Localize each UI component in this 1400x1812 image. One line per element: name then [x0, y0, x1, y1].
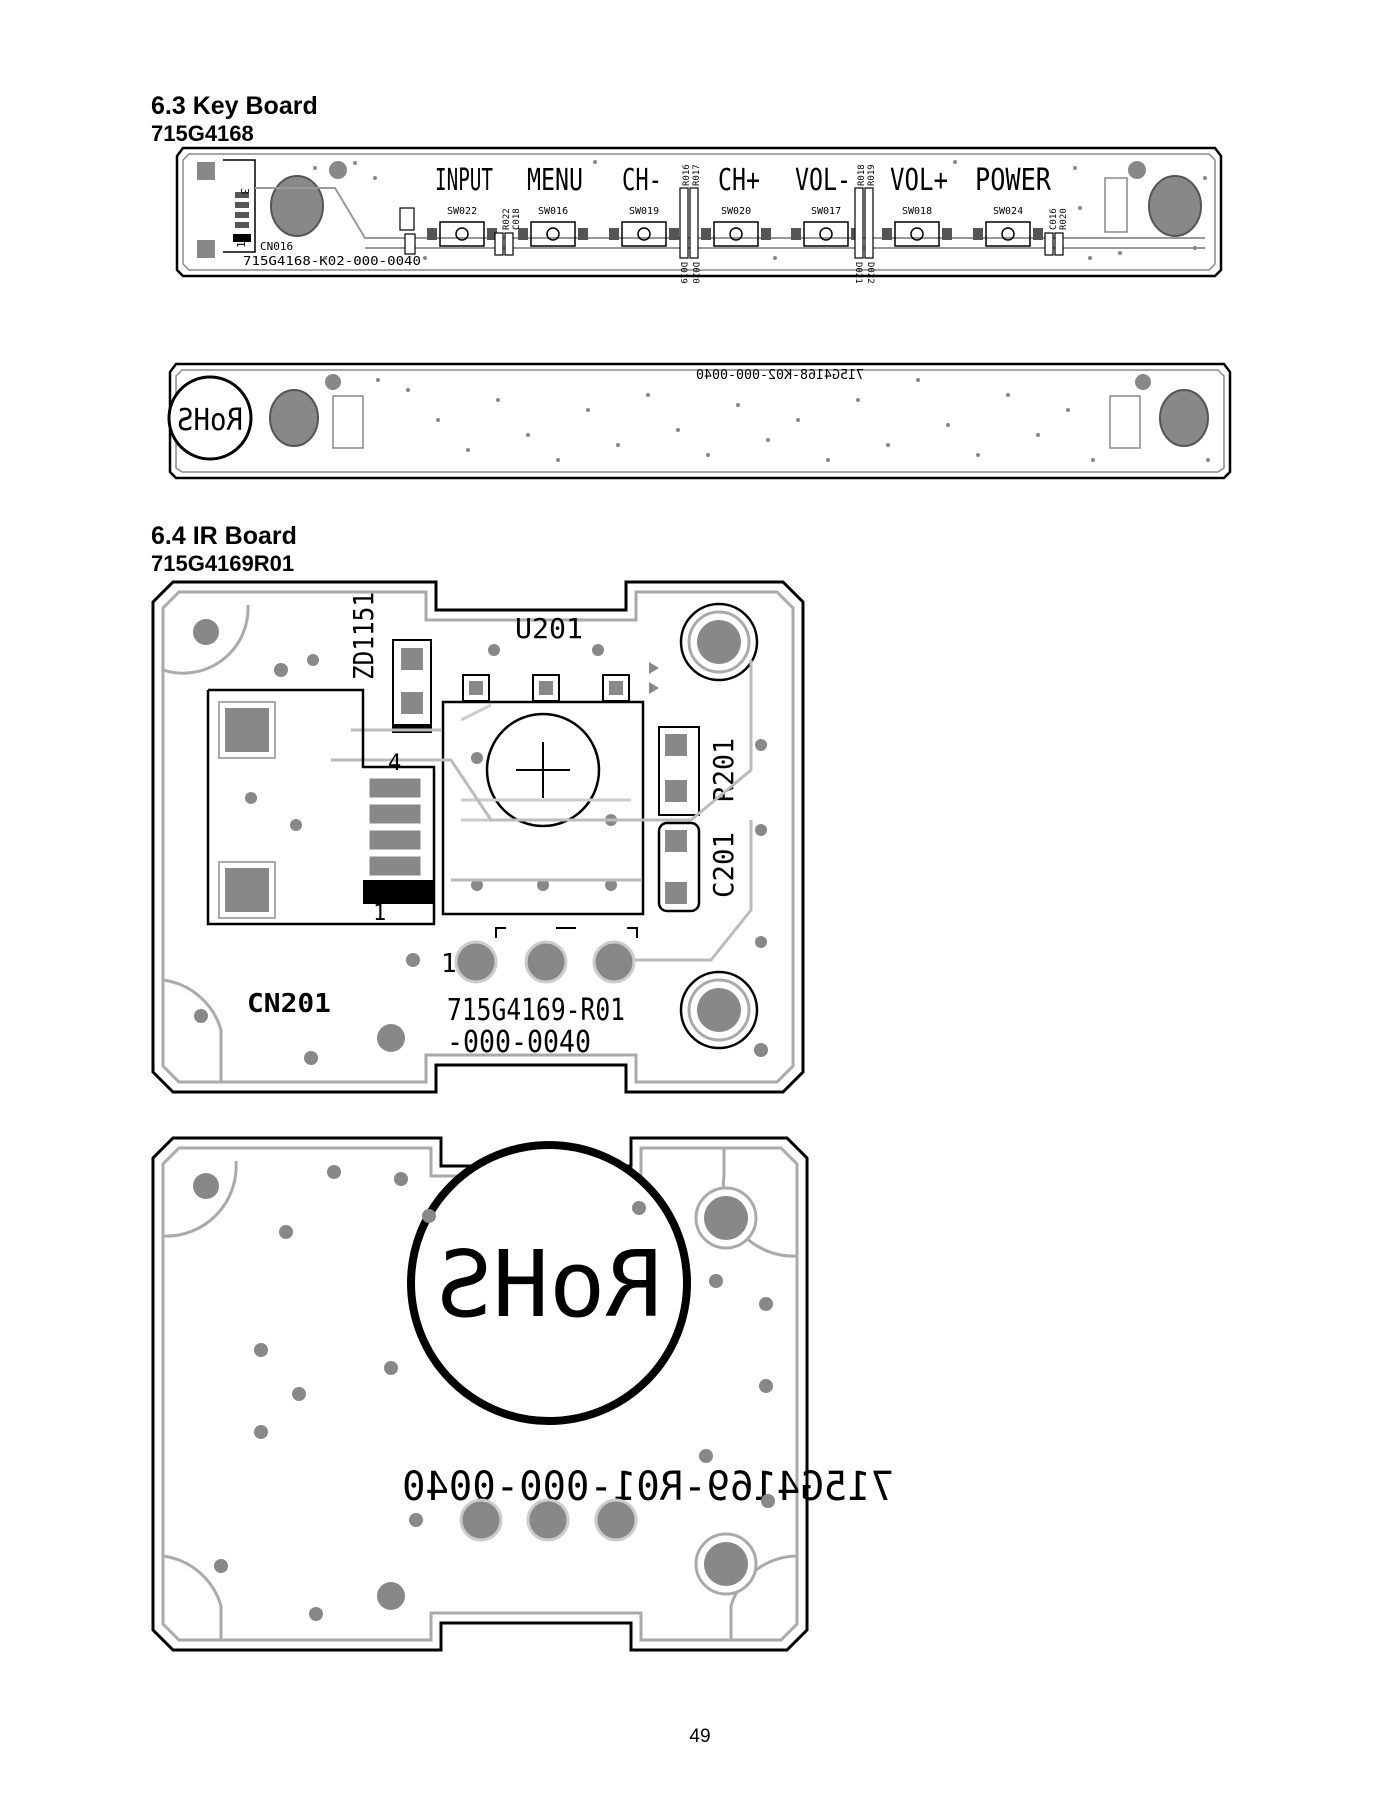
ir-board-code-line2: -000-0040 [447, 1025, 591, 1060]
key-board-bottom-view: RoHS 715G4168-K02-000-0040 [167, 362, 1232, 480]
ir-board-heading: 6.4 IR Board [151, 522, 297, 550]
d022-label: D022 [865, 262, 875, 284]
key-label-power: POWER [975, 163, 1052, 198]
ir-board-part-number: 715G4169R01 [151, 551, 295, 576]
ir-board-rohs-mark: RoHS [436, 1231, 662, 1338]
c018-label: C018 [512, 208, 522, 230]
cn201-pin1-label: 1 [373, 901, 386, 926]
switch-label-sw019: SW019 [629, 206, 659, 217]
cn016-label: CN016 [260, 240, 293, 253]
page-number: 49 [689, 1726, 711, 1747]
key-label-vol-plus: VOL+ [890, 163, 948, 198]
r019-label: R019 [867, 164, 877, 186]
key-board-part-number: 715G4168 [151, 121, 254, 146]
key-board-code-bottom: 715G4168-K02-000-0040 [696, 368, 864, 383]
d019-label: D019 [678, 262, 688, 284]
u201-label: U201 [515, 612, 583, 645]
key-label-ch-plus: CH+ [718, 163, 760, 198]
switch-label-sw018: SW018 [902, 206, 932, 217]
ir-board-top-view: ZD1151 U201 R201 C201 1 715G4169-R01 -00… [151, 580, 805, 1094]
switch-label-sw024: SW024 [993, 206, 1023, 217]
key-label-vol-minus: VOL- [795, 163, 851, 198]
d020-label: D020 [690, 262, 700, 284]
ir-board-code-line1: 715G4169-R01 [447, 993, 625, 1028]
switch-label-sw016: SW016 [538, 206, 568, 217]
d021-label: D021 [853, 262, 863, 284]
r017-label: R017 [692, 164, 702, 186]
key-label-ch-minus: CH- [622, 163, 662, 198]
switch-label-sw022: SW022 [447, 206, 477, 217]
switch-label-sw017: SW017 [811, 206, 841, 217]
cn201-pin4-label: 4 [388, 751, 401, 776]
r022-label: R022 [502, 208, 512, 230]
ir-board-bottom-view: RoHS 715G4169-R01-000-0040 [151, 1136, 894, 1652]
r016-label: R016 [682, 164, 692, 186]
switch-label-sw020: SW020 [721, 206, 751, 217]
key-board-rohs-mark: RoHS [177, 403, 243, 438]
key-label-input: INPUT [435, 163, 493, 198]
sensor-pin1-label: 1 [441, 949, 457, 979]
r018-label: R018 [857, 164, 867, 186]
c016-label: C016 [1049, 208, 1059, 230]
r020-label: R020 [1059, 208, 1069, 230]
key-board-top-view: 3 1 CN016 715G4168-K02-000-0040 INPUT ME… [175, 146, 1223, 284]
zd1151-label: ZD1151 [347, 592, 380, 680]
key-board-code-top: 715G4168-K02-000-0040 [243, 254, 421, 268]
key-label-menu: MENU [527, 163, 583, 198]
cn016-pin1-label: 1 [235, 241, 248, 248]
cn201-label: CN201 [247, 989, 331, 1019]
c201-label: C201 [707, 832, 740, 898]
cn016-pin3-label: 3 [238, 188, 251, 195]
key-board-heading: 6.3 Key Board [151, 92, 318, 120]
